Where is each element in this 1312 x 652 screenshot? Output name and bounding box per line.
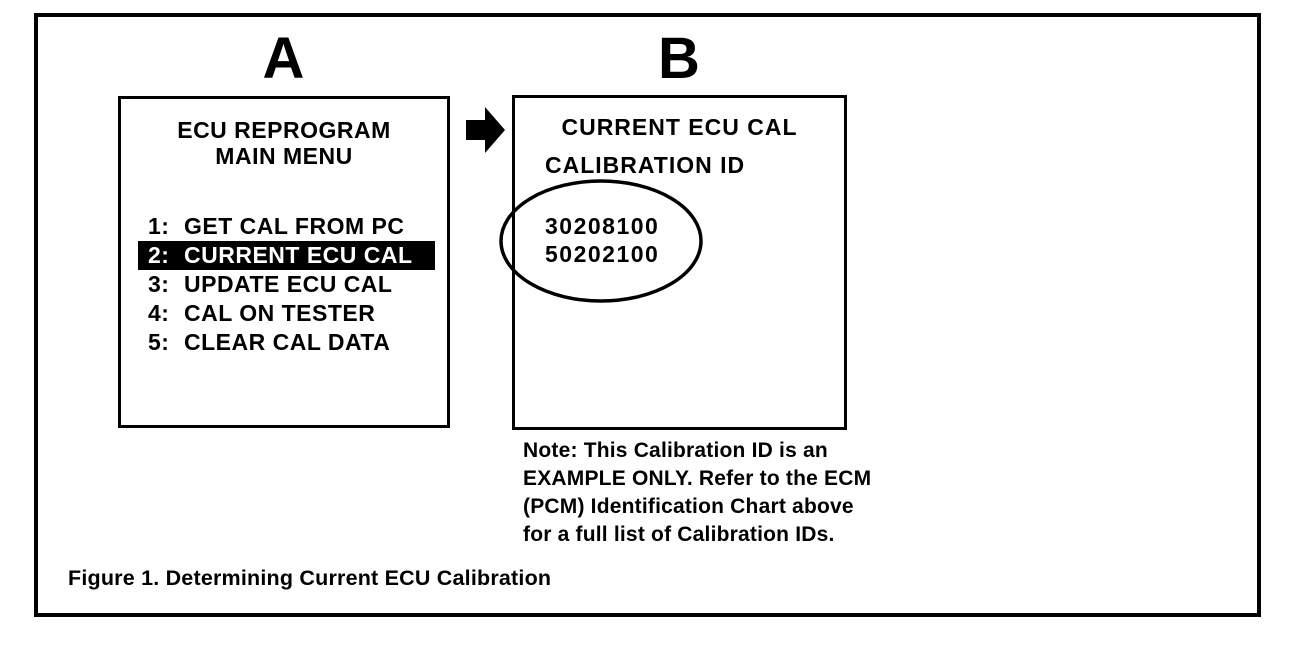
menu-item-number: 1: <box>148 213 170 239</box>
menu-list: 1: GET CAL FROM PC 2: CURRENT ECU CAL 3: UP… <box>138 212 435 357</box>
menu-item-label: CAL ON TESTER <box>184 300 376 326</box>
menu-item-label: CURRENT ECU CAL <box>184 242 413 268</box>
menu-item-current-ecu-cal: 2: CURRENT ECU CAL <box>138 241 435 270</box>
panel-label-b: B <box>658 26 701 91</box>
highlight-ellipse-icon <box>499 179 703 303</box>
menu-item-label: GET CAL FROM PC <box>184 213 405 239</box>
panel-label-a: A <box>262 26 306 91</box>
menu-item-label: CLEAR CAL DATA <box>184 329 391 355</box>
menu-item-number: 2: <box>148 242 170 268</box>
screen-a-title: ECU REPROGRAM MAIN MENU <box>121 117 447 169</box>
menu-item-get-cal-from-pc: 1: GET CAL FROM PC <box>138 212 435 241</box>
screen-b-subtitle: CALIBRATION ID <box>545 152 746 178</box>
screen-a-title-line2: MAIN MENU <box>215 143 353 169</box>
note-line: Note: This Calibration ID is an <box>523 439 828 462</box>
menu-item-number: 3: <box>148 271 170 297</box>
menu-item-clear-cal-data: 5: CLEAR CAL DATA <box>138 328 435 357</box>
screen-a-title-line1: ECU REPROGRAM <box>177 117 391 143</box>
note-line: EXAMPLE ONLY. Refer to the ECM <box>523 467 872 490</box>
screen-current-ecu-cal: CURRENT ECU CAL CALIBRATION ID 30208100 … <box>499 95 847 430</box>
menu-item-cal-on-tester: 4: CAL ON TESTER <box>138 299 435 328</box>
menu-item-number: 4: <box>148 300 170 326</box>
note-text: Note: This Calibration ID is an EXAMPLE … <box>523 437 871 549</box>
figure-border <box>34 13 1261 617</box>
right-arrow-icon <box>466 107 505 153</box>
menu-item-label: UPDATE ECU CAL <box>184 271 393 297</box>
calibration-id: 30208100 <box>545 213 660 239</box>
figure-caption: Figure 1. Determining Current ECU Calibr… <box>68 566 552 590</box>
note-line: for a full list of Calibration IDs. <box>523 523 835 546</box>
screen-ecu-reprogram-main-menu: ECU REPROGRAM MAIN MENU 1: GET CAL FROM P… <box>118 96 450 428</box>
calibration-id-list: 30208100 50202100 <box>545 212 659 268</box>
menu-item-number: 5: <box>148 329 170 355</box>
screen-b-title: CURRENT ECU CAL <box>561 114 798 140</box>
note-line: (PCM) Identification Chart above <box>523 495 854 518</box>
menu-item-update-ecu-cal: 3: UPDATE ECU CAL <box>138 270 435 299</box>
calibration-id: 50202100 <box>545 241 660 267</box>
